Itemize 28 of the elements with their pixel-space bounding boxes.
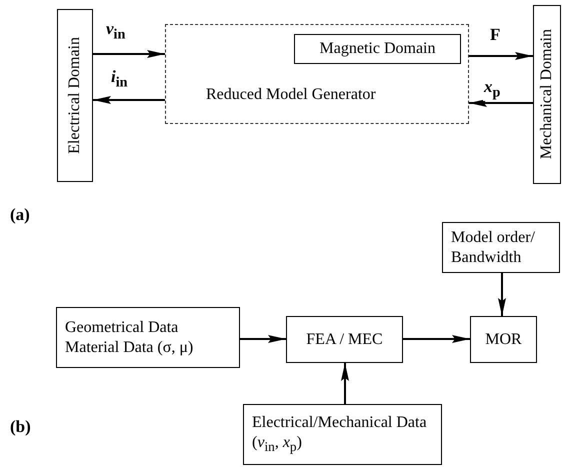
- arrow: [240, 335, 286, 343]
- box-label: Electrical Domain: [65, 37, 84, 154]
- box-label: Mechanical Domain: [537, 29, 556, 160]
- process-box: [56, 307, 240, 368]
- box-label: Electrical/Mechanical Data (v$_{in}$, x$_{p}$): [252, 413, 428, 456]
- process-box: [57, 9, 93, 182]
- process-box: [294, 34, 461, 64]
- arrow: [469, 99, 533, 107]
- box-label: Model order/ Bandwidth: [451, 228, 536, 268]
- arrow: [403, 335, 470, 343]
- panel-label: (a): [10, 205, 30, 225]
- process-box: [470, 316, 537, 363]
- arrow: [341, 363, 349, 404]
- arrow: [93, 96, 165, 104]
- process-box: [442, 222, 560, 273]
- arrow: [93, 50, 165, 58]
- process-box: [533, 5, 561, 184]
- box-label: FEA / MEC: [306, 330, 383, 350]
- box-label: MOR: [485, 330, 522, 350]
- box-label: Reduced Model Generator: [206, 85, 376, 105]
- arrow: [469, 52, 533, 60]
- box-label: Geometrical Data Material Data (σ, μ): [65, 318, 194, 358]
- box-label: Magnetic Domain: [320, 39, 436, 59]
- panel-label: (b): [10, 417, 31, 437]
- process-box: [286, 316, 403, 363]
- dashed-group-box: [165, 24, 469, 124]
- process-box: [243, 404, 442, 465]
- arrow: [498, 273, 506, 316]
